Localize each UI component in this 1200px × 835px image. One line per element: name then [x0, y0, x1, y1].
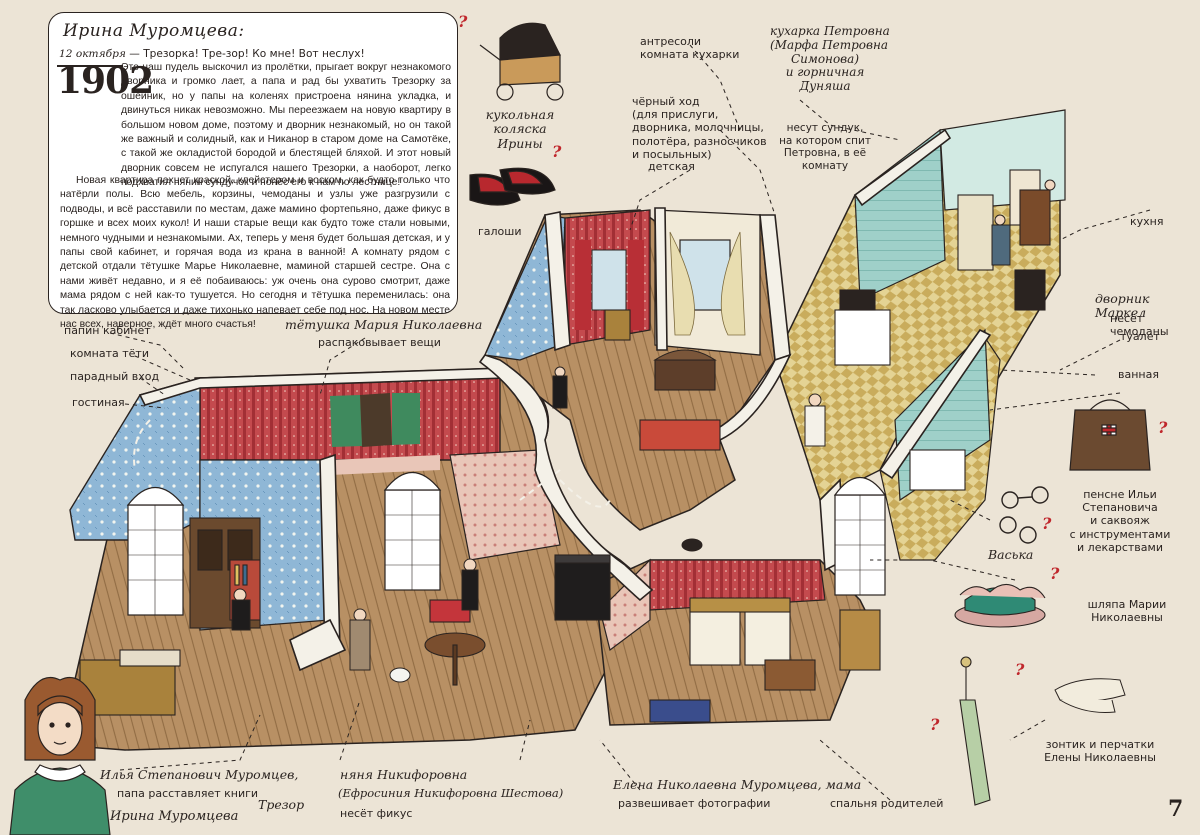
label-janitor-action: несёт чемоданы: [1110, 312, 1169, 339]
question-mark-bag: ?: [1158, 418, 1168, 437]
page-number: 7: [1168, 796, 1184, 822]
label-father-action: папа расставляет книги: [117, 787, 259, 800]
question-mark-pince-nez: ?: [1042, 514, 1052, 533]
label-cook-name: кухарка Петровна (Марфа Петровна Симонов…: [770, 24, 890, 94]
label-aunt-action: распаковывает вещи: [318, 336, 441, 349]
label-living-room: гостиная: [72, 396, 125, 409]
diary-year: 1902: [57, 60, 154, 102]
label-nanny-fullname: (Ефросиния Никифоровна Шестова): [338, 786, 564, 800]
year-rule: [57, 65, 123, 67]
label-back-entrance: чёрный ход (для прислуги, дворника, моло…: [632, 95, 767, 161]
label-front-entrance: парадный вход: [70, 370, 160, 383]
label-papa-study: папин кабинет: [64, 324, 151, 337]
label-galoshes: галоши: [478, 225, 522, 238]
label-umbrella-gloves: зонтик и перчатки Елены Николаевны: [1044, 738, 1156, 765]
diary-first-sentence: — Трезорка! Тре-зор! Ко мне! Вот неслух!: [129, 48, 365, 60]
label-nanny-name: няня Никифоровна: [340, 767, 468, 782]
question-mark-hat: ?: [1050, 564, 1060, 583]
label-parents-bedroom: спальня родителей: [830, 797, 944, 810]
question-mark-gloves: ?: [1015, 660, 1025, 679]
question-mark-stroller: ?: [458, 12, 468, 31]
label-mezzanine: антресоли комната кухарки: [640, 35, 740, 62]
intro-text-box: Ирина Муромцева: 12 октября — Трезорка! …: [48, 12, 458, 314]
label-nanny-action: несёт фикус: [340, 807, 413, 820]
label-toilet: туалет: [1120, 330, 1160, 343]
label-mother-action: развешивает фотографии: [618, 797, 771, 810]
label-kitchen: кухня: [1130, 215, 1164, 228]
question-mark-galoshes: ?: [552, 142, 562, 161]
label-mother-name: Елена Николаевна Муромцева, мама: [613, 777, 862, 792]
label-doll-stroller: кукольная коляска Ирины: [485, 107, 555, 151]
label-aunt-room: комната тёти: [70, 347, 149, 360]
diary-date: 12 октября: [59, 48, 126, 60]
label-janitor-name: дворник Маркел: [1095, 291, 1150, 321]
label-hat: шляпа Марии Николаевны: [1087, 598, 1167, 625]
label-bathroom: ванная: [1118, 368, 1159, 381]
label-irina: Ирина Муромцева: [110, 809, 239, 824]
label-father-name: Илья Степанович Муромцев,: [100, 767, 299, 782]
diary-paragraph-1: Это наш пудель выскочил из пролётки, пры…: [121, 62, 451, 189]
label-cat: Васька: [988, 547, 1034, 562]
label-dog: Трезор: [258, 797, 305, 812]
label-cook-action: несут сундук, на котором спит Петровна, …: [779, 122, 871, 172]
diary-author-name: Ирина Муромцева:: [63, 21, 245, 41]
diary-date-line: 12 октября — Трезорка! Тре-зор! Ко мне! …: [59, 48, 365, 60]
label-aunt-name: тётушка Мария Николаевна: [285, 317, 483, 332]
label-nursery: детская: [648, 160, 695, 173]
label-pince-nez-bag: пенсне Ильи Степановича и саквояж с инст…: [1069, 488, 1171, 554]
question-mark-umbrella: ?: [930, 715, 940, 734]
